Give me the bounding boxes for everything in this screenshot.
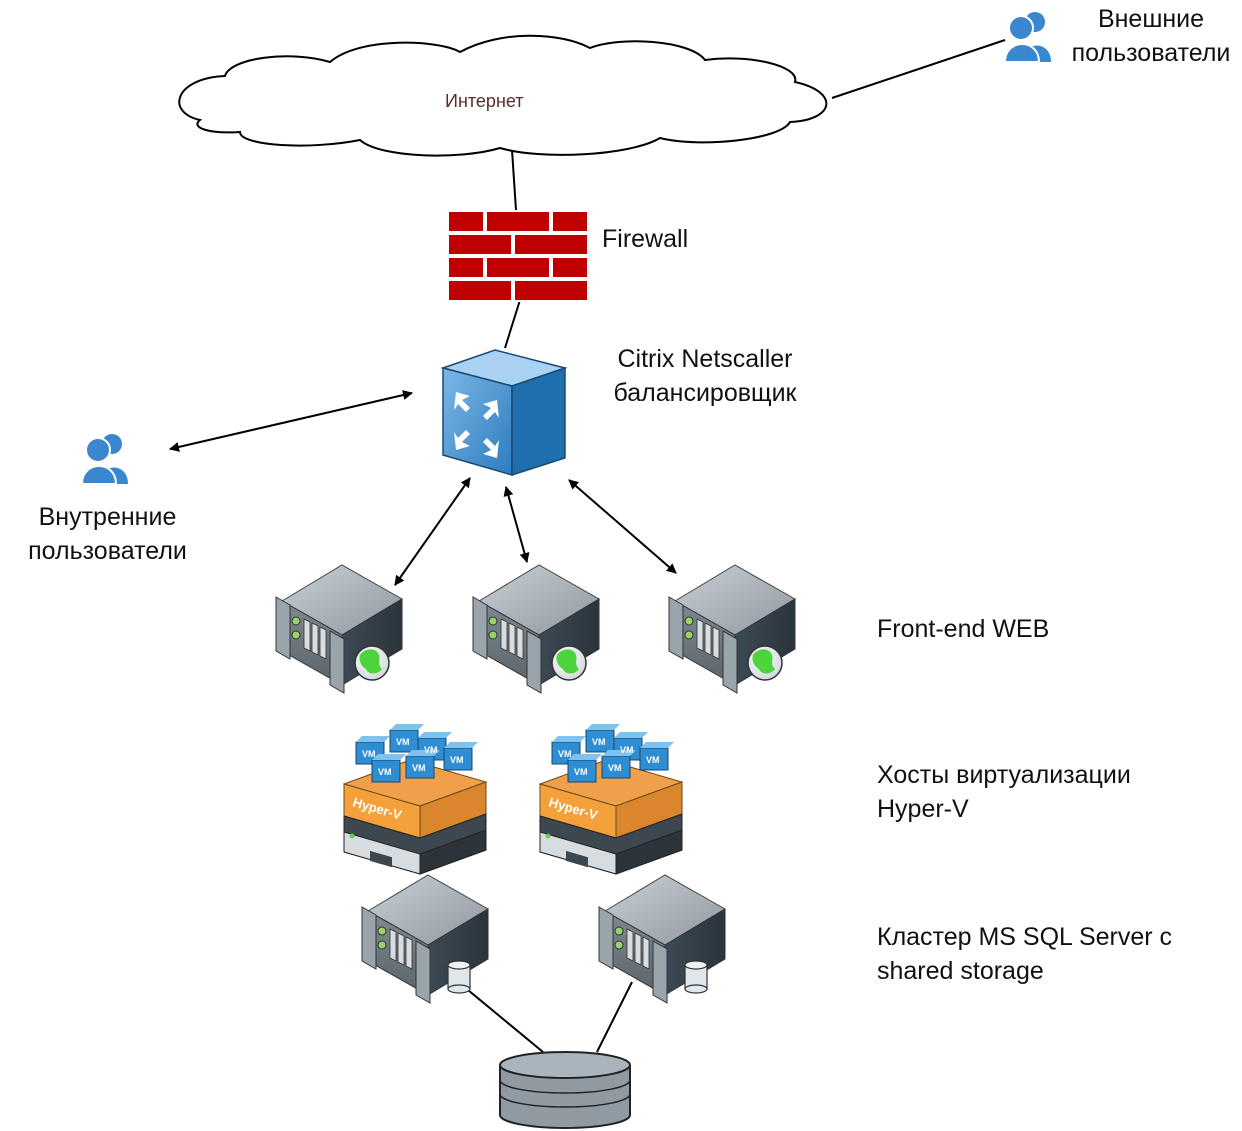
cloud-firewall-link [511,149,517,211]
switch-icon [440,349,568,477]
firewall-switch-link [504,299,521,349]
hyperv-label: Хосты виртуализации Hyper-V [877,758,1131,826]
globe-icon [354,645,390,681]
hyperv-label-line2: Hyper-V [877,795,969,823]
db2-storage-link [596,981,633,1053]
switch-web2-arrow [503,486,530,563]
switch-internal-users-arrow [169,390,413,452]
hyperv-host-1: VM VM VM VM VM VM Hyper-V [343,723,487,875]
sql-cluster-label-line1: Кластер MS SQL Server c [877,923,1173,951]
firewall-label: Firewall [602,225,689,253]
sql-cluster-label-line2: shared storage [877,957,1044,985]
hyperv-label-line1: Хосты виртуализации [877,761,1131,789]
web-server-3 [668,564,796,694]
vm-badge: VM [362,749,376,759]
netscaler-label-line1: Citrix Netscaller [617,345,793,373]
vm-badge: VM [620,745,634,755]
connections [169,39,1006,1053]
internet-label: Интернет [445,91,524,111]
external-users-label-line1: Внешние [1097,5,1205,33]
netscaler-label-line2: балансировщик [613,379,797,407]
vm-badge: VM [592,737,606,747]
db1-storage-link [467,989,544,1053]
switch-web3-arrow [568,479,677,574]
vm-badge: VM [424,745,438,755]
firewall-icon [447,210,588,302]
netscaler-label: Citrix Netscaller балансировщик [590,342,820,410]
vm-badge: VM [646,755,660,765]
cloud-icon [178,34,828,157]
vm-badge: VM [396,737,410,747]
cloud-external-users-link [831,39,1006,99]
frontend-label: Front-end WEB [877,615,1050,643]
database-server-2 [598,874,726,1004]
vm-badge: VM [450,755,464,765]
web-server-2 [472,564,600,694]
internal-users-label: Внутренние пользователи [10,500,205,568]
database-icon [447,960,471,994]
database-server-1 [361,874,489,1004]
vm-badge: VM [608,763,622,773]
storage-icon [499,1051,631,1129]
hyperv-host-2: VM VM VM VM VM VM Hyper-V [539,723,683,875]
globe-icon [747,645,783,681]
internal-users-label-line1: Внутренние [38,503,177,531]
vm-badge: VM [574,767,588,777]
vm-badge: VM [412,763,426,773]
sql-cluster-label: Кластер MS SQL Server c shared storage [877,920,1172,988]
database-icon [684,960,708,994]
external-users-icon [1003,12,1051,63]
vm-badge: VM [378,767,392,777]
switch-web1-arrow [394,477,471,586]
external-users-label: Внешние пользователи [1062,2,1240,70]
vm-badge: VM [558,749,572,759]
globe-icon [551,645,587,681]
internal-users-icon [80,434,128,485]
external-users-label-line2: пользователи [1071,39,1231,67]
web-server-1 [275,564,403,694]
internal-users-label-line2: пользователи [28,537,187,565]
